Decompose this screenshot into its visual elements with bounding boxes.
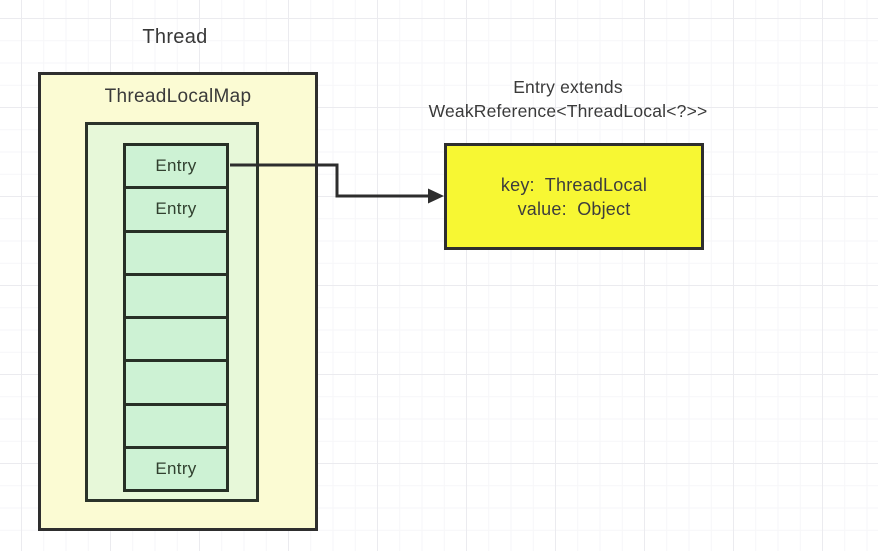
threadlocalmap-title: ThreadLocalMap bbox=[104, 86, 252, 107]
entry-slot-stack: Entry Entry Entry bbox=[123, 143, 229, 492]
entry-slot bbox=[123, 402, 229, 449]
entry-slot: Entry bbox=[123, 445, 229, 492]
entry-value-line: value: Object bbox=[517, 198, 631, 219]
entry-slot: Entry bbox=[123, 186, 229, 233]
entry-detail-box: key: ThreadLocal value: Object bbox=[444, 143, 704, 250]
entry-slot bbox=[123, 229, 229, 276]
entry-slot: Entry bbox=[123, 143, 229, 190]
arrowhead-icon bbox=[428, 188, 444, 204]
entry-note-line1: Entry extends bbox=[513, 77, 623, 97]
thread-label: Thread bbox=[142, 26, 208, 48]
entry-note-line2: WeakReference<ThreadLocal<?>> bbox=[428, 101, 708, 121]
entry-key-line: key: ThreadLocal bbox=[500, 174, 648, 195]
entry-slot bbox=[123, 359, 229, 406]
entry-slot bbox=[123, 272, 229, 319]
entry-slot bbox=[123, 316, 229, 363]
entry-note: Entry extends WeakReference<ThreadLocal<… bbox=[390, 75, 746, 123]
